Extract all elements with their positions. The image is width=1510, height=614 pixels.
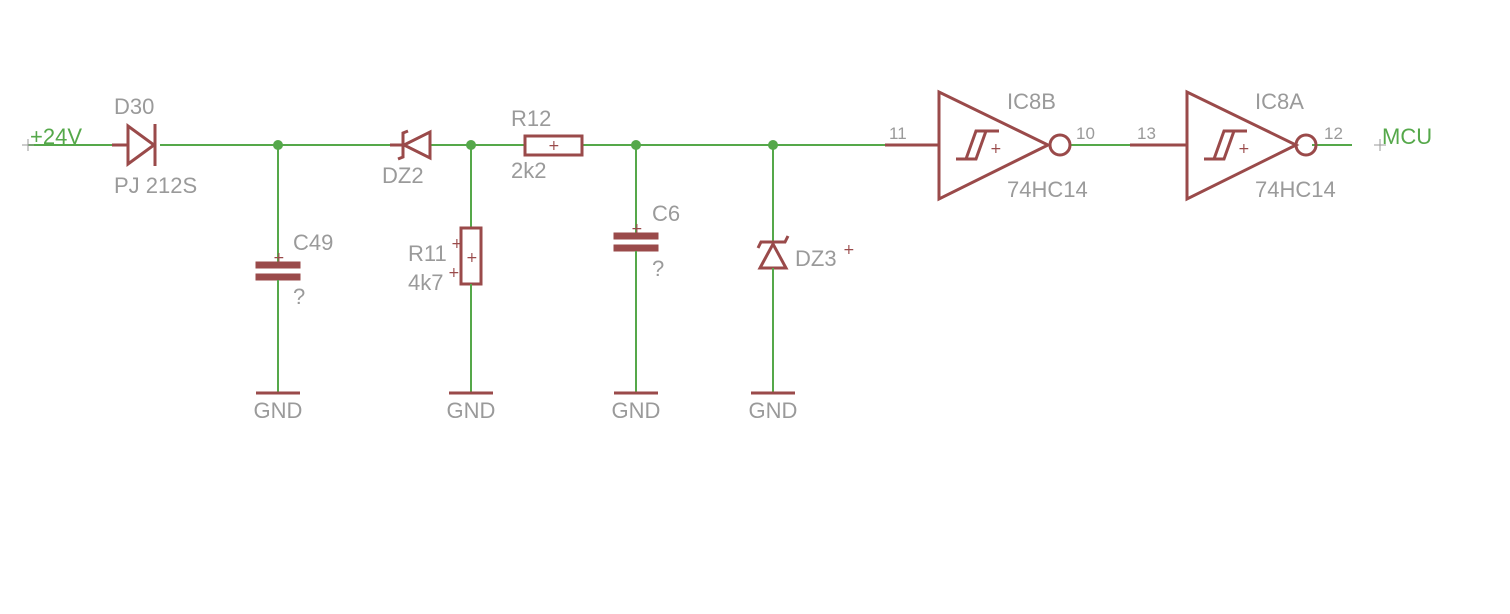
dz2-name: DZ2 — [382, 163, 424, 188]
ic8b-pin-out: 10 — [1076, 124, 1095, 143]
ic8b-name: IC8B — [1007, 89, 1056, 114]
inverter-ic8a: + 13 12 IC8A 74HC14 — [1130, 89, 1343, 202]
inverter-ic8b: + 11 10 IC8B 74HC14 — [885, 89, 1095, 202]
ic8a-name: IC8A — [1255, 89, 1304, 114]
zener-dz3: DZ3 + — [756, 145, 855, 392]
gnd-symbol-2: GND — [447, 391, 496, 423]
net-mcu-label: MCU — [1382, 124, 1432, 149]
gnd-label-2: GND — [447, 398, 496, 423]
resistor-r12: + R12 2k2 — [511, 106, 584, 183]
svg-text:+: + — [273, 250, 285, 266]
diode-d30: D30 PJ 212S — [112, 94, 197, 198]
c6-value: ? — [652, 256, 664, 281]
r12-name: R12 — [511, 106, 551, 131]
zener-dz2: DZ2 — [382, 129, 432, 188]
ic8a-pin-out: 12 — [1324, 124, 1343, 143]
d30-name: D30 — [114, 94, 154, 119]
r11-name: R11 — [408, 241, 447, 266]
svg-text:+: + — [448, 265, 460, 281]
gnd-symbol-3: GND — [612, 391, 661, 423]
resistor-r11: + R11 + 4k7 + — [408, 145, 483, 392]
net-24v: +24V — [22, 124, 82, 151]
gnd-symbol-1: GND — [254, 391, 303, 423]
ic8b-value: 74HC14 — [1007, 177, 1088, 202]
d30-value: PJ 212S — [114, 173, 197, 198]
ic8a-value: 74HC14 — [1255, 177, 1336, 202]
r12-value: 2k2 — [511, 158, 546, 183]
ic8a-pin-in: 13 — [1137, 124, 1156, 143]
gnd-label-3: GND — [612, 398, 661, 423]
gnd-symbol-4: GND — [749, 391, 798, 423]
gnd-label-1: GND — [254, 398, 303, 423]
svg-text:+: + — [548, 138, 560, 154]
c49-name: C49 — [293, 230, 333, 255]
c6-name: C6 — [652, 201, 680, 226]
svg-text:+: + — [1238, 141, 1250, 157]
svg-text:+: + — [451, 236, 463, 252]
svg-text:+: + — [631, 221, 643, 237]
ic8b-pin-in: 11 — [889, 124, 907, 143]
net-24v-label: +24V — [30, 124, 82, 149]
svg-text:+: + — [843, 242, 855, 258]
svg-text:+: + — [466, 250, 478, 266]
net-mcu: MCU — [1374, 124, 1432, 151]
capacitor-c6: + C6 ? — [613, 145, 680, 392]
gnd-label-4: GND — [749, 398, 798, 423]
dz3-name: DZ3 — [795, 246, 837, 271]
r11-value: 4k7 — [408, 270, 443, 295]
c49-value: ? — [293, 284, 305, 309]
capacitor-c49: + C49 ? — [255, 145, 333, 392]
svg-text:+: + — [990, 141, 1002, 157]
